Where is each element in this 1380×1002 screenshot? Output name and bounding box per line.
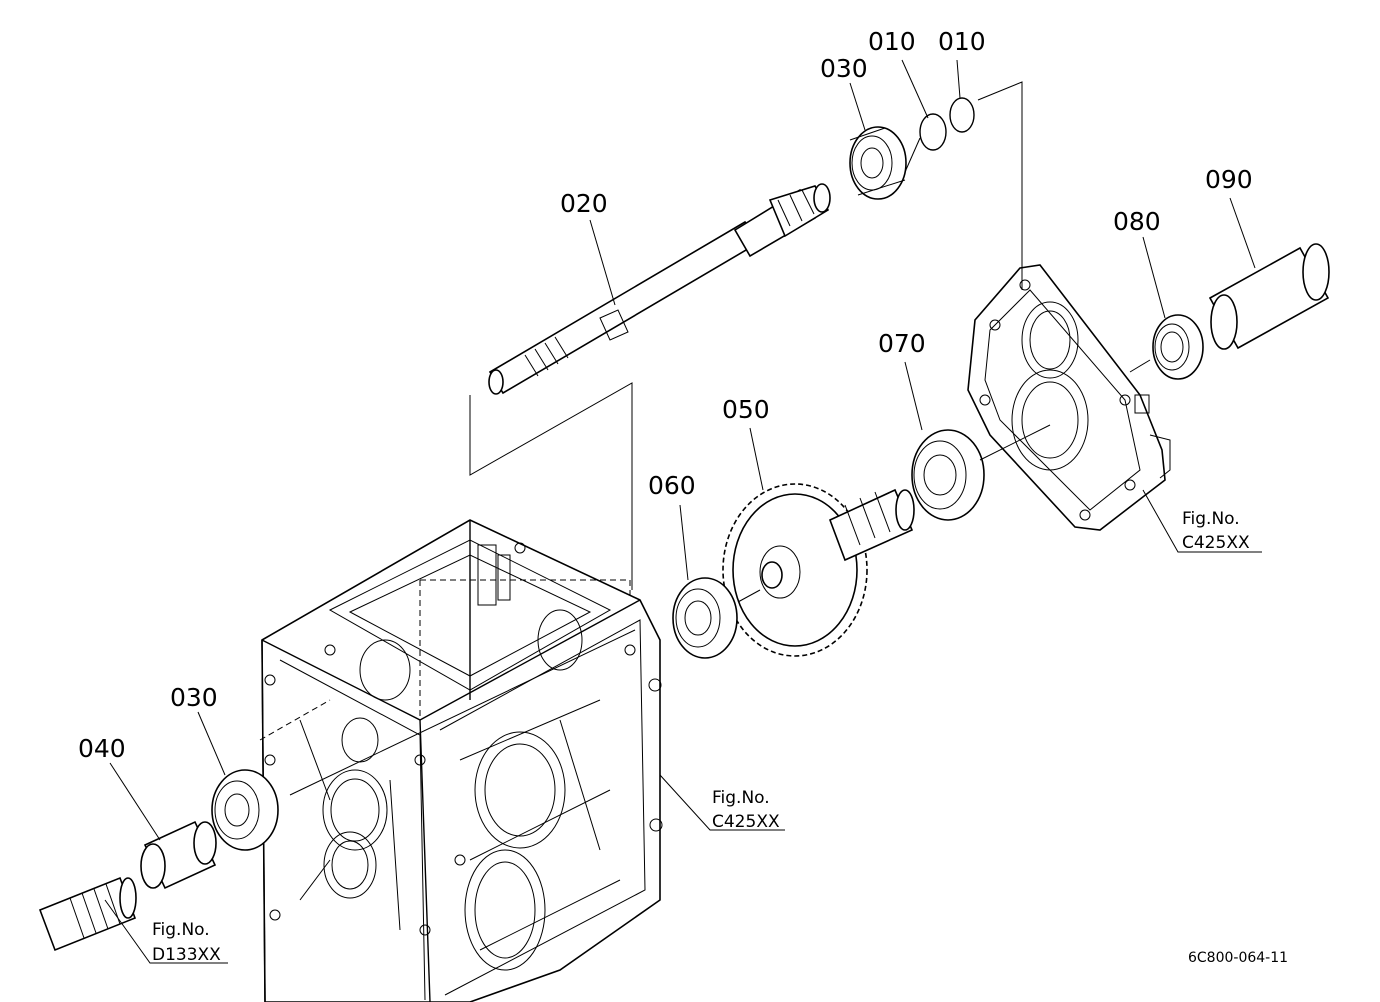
label-070: 070 — [878, 329, 926, 358]
o-ring-010-a — [919, 113, 947, 151]
leader-lines — [104, 59, 1262, 964]
collar-090 — [1208, 243, 1330, 350]
collar-040 — [140, 820, 217, 890]
fig-ref-right-code: C425XX — [1182, 533, 1250, 553]
fig-ref-middle-title: Fig.No. — [712, 788, 770, 808]
gear-050 — [722, 483, 915, 657]
label-020: 020 — [560, 189, 608, 218]
transmission-housing — [259, 519, 663, 1002]
fig-ref-left-title: Fig.No. — [152, 920, 210, 940]
rear-cover-plate — [967, 264, 1171, 531]
fig-ref-right-title: Fig.No. — [1182, 509, 1240, 529]
oil-seal-080 — [1152, 314, 1204, 380]
bearing-060 — [672, 577, 738, 659]
fig-ref-left-code: D133XX — [152, 945, 221, 965]
label-060: 060 — [648, 471, 696, 500]
label-030-bottom: 030 — [170, 683, 218, 712]
input-shaft-stub — [38, 876, 137, 952]
label-040: 040 — [78, 734, 126, 763]
label-010-a: 010 — [868, 27, 916, 56]
bearing-030-bottom — [211, 769, 279, 851]
label-090: 090 — [1205, 165, 1253, 194]
bearing-030-top — [849, 126, 907, 200]
label-010-b: 010 — [938, 27, 986, 56]
label-080: 080 — [1113, 207, 1161, 236]
bearing-070 — [911, 429, 985, 521]
fig-ref-right[interactable]: Fig.No. C425XX — [1182, 509, 1250, 553]
fig-ref-middle[interactable]: Fig.No. C425XX — [712, 788, 780, 832]
assembly-lines — [289, 81, 1151, 796]
label-030-top: 030 — [820, 54, 868, 83]
label-050: 050 — [722, 395, 770, 424]
shaft-020 — [488, 183, 831, 395]
fig-ref-middle-code: C425XX — [712, 812, 780, 832]
drawing-code: 6C800-064-11 — [1188, 950, 1288, 966]
fig-ref-left[interactable]: Fig.No. D133XX — [152, 920, 221, 965]
o-ring-010-b — [949, 97, 975, 133]
part-number-labels: 010 010 030 020 090 080 070 050 060 030 … — [78, 27, 1253, 763]
